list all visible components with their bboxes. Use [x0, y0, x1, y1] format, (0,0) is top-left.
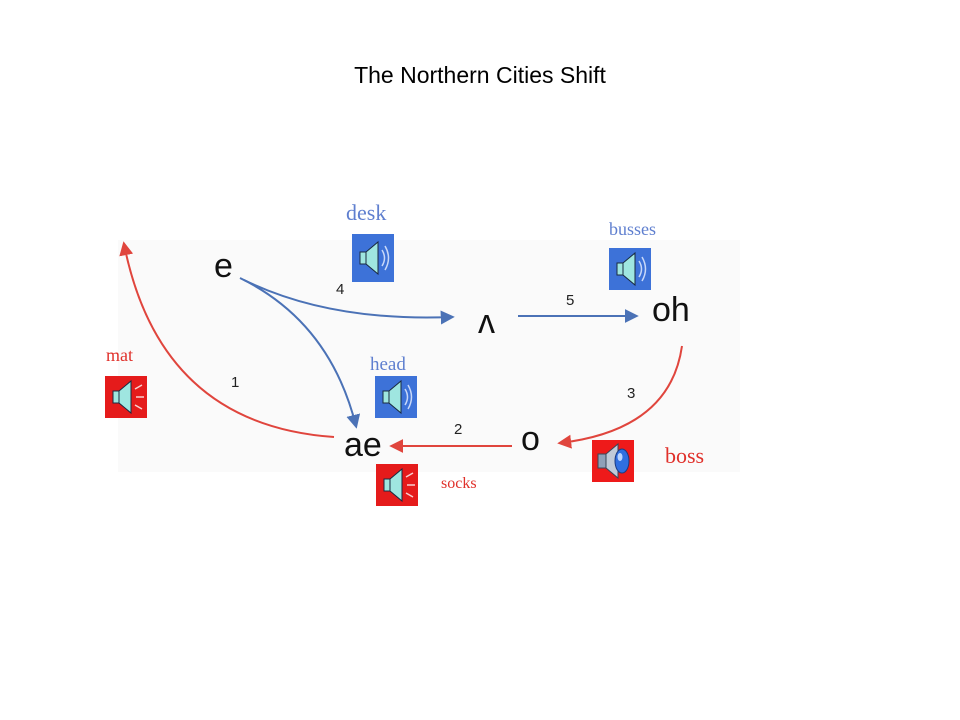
arrow-step-1 [119, 241, 335, 438]
step-number-3: 3 [627, 385, 635, 402]
vowel-wedge: ʌ [478, 303, 495, 341]
vowel-e: e [214, 247, 233, 285]
word-label-socks: socks [441, 475, 477, 492]
speaker-icon [616, 251, 647, 287]
speaker-button-busses[interactable] [609, 248, 651, 290]
speaker-button-head[interactable] [375, 376, 417, 418]
speaker-icon [112, 379, 144, 415]
word-label-mat: mat [106, 345, 133, 365]
word-label-boss: boss [665, 443, 705, 468]
arrow-step-3 [557, 345, 683, 449]
arrow-step-4 [243, 279, 455, 325]
word-label-desk: desk [346, 200, 387, 225]
slide-title: The Northern Cities Shift [354, 62, 606, 88]
vowel-o: o [521, 420, 540, 458]
word-label-head: head [370, 354, 406, 375]
speaker-icon [597, 442, 630, 480]
step-number-5: 5 [566, 292, 574, 309]
speaker-button-desk[interactable] [352, 234, 394, 282]
speaker-icon [382, 379, 413, 415]
arrow-step-head [239, 277, 361, 429]
speaker-icon [359, 240, 390, 276]
vowel-oh: oh [652, 291, 690, 329]
speaker-icon [383, 467, 415, 503]
speaker-button-mat[interactable] [105, 376, 147, 418]
step-number-1: 1 [231, 374, 239, 391]
step-number-4: 4 [336, 281, 344, 298]
word-label-busses: busses [609, 219, 657, 239]
step-number-2: 2 [454, 421, 462, 438]
speaker-button-socks[interactable] [376, 464, 418, 506]
speaker-button-boss[interactable] [592, 440, 634, 482]
vowel-ae: ae [344, 426, 382, 464]
